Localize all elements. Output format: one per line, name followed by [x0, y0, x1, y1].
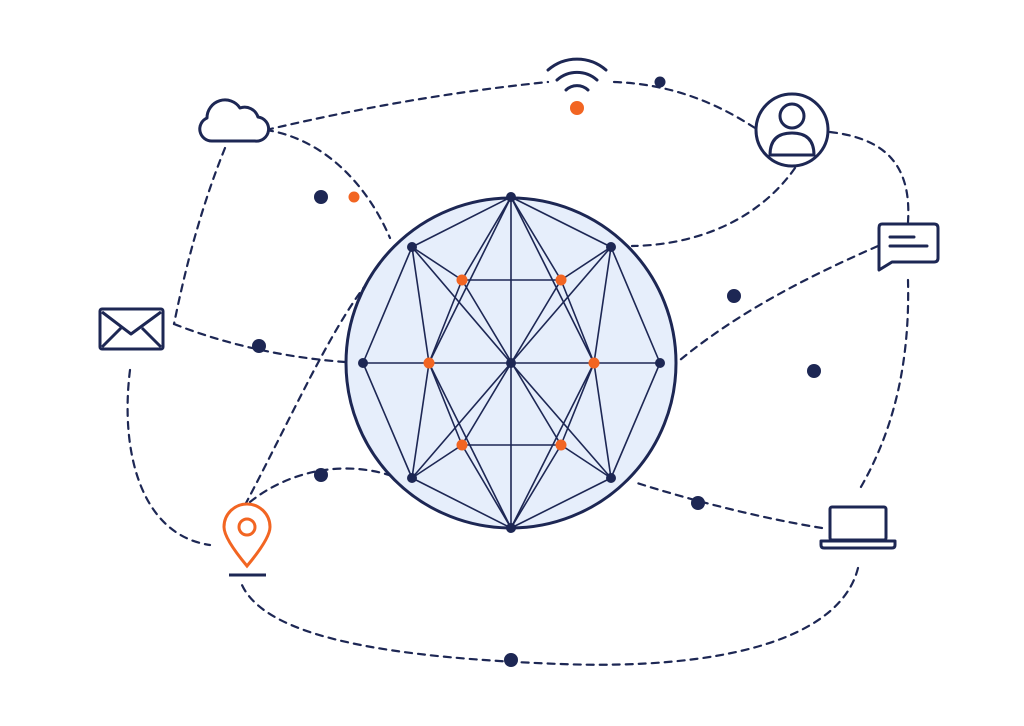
connector-email-pin	[126, 368, 212, 547]
connector-cloud-globe	[264, 128, 392, 240]
dot	[727, 289, 741, 303]
globe-node-accent	[588, 357, 600, 369]
globe-node	[407, 242, 417, 252]
cloud-icon	[198, 98, 271, 143]
globe-node	[606, 473, 616, 483]
globe-node-accent	[456, 274, 468, 286]
connector-cloud-email	[172, 146, 227, 326]
globe-nodes	[358, 192, 665, 533]
globe-node-accent	[456, 439, 468, 451]
dot	[504, 653, 518, 667]
dot	[314, 468, 328, 482]
dot	[807, 364, 821, 378]
chat-message-icon	[877, 222, 940, 272]
connector-wifi-user	[612, 80, 757, 130]
connector-laptop-pin	[238, 566, 860, 666]
globe-node	[358, 358, 368, 368]
globe-node-accent	[555, 274, 567, 286]
dot	[252, 339, 266, 353]
floating-dots	[252, 76, 821, 667]
laptop-icon	[819, 505, 897, 550]
globe-node	[655, 358, 665, 368]
wifi-icon	[546, 57, 608, 115]
dot	[691, 496, 705, 510]
dashed-connectors	[126, 80, 910, 666]
dot-accent	[348, 191, 360, 203]
globe-node	[407, 473, 417, 483]
network-globe	[344, 192, 678, 533]
globe-node	[606, 242, 616, 252]
dot	[314, 190, 328, 204]
connector-email-globe	[172, 322, 347, 364]
connector-laptop-globe	[632, 480, 824, 530]
globe-node-accent	[555, 439, 567, 451]
connector-user-globe	[630, 166, 797, 248]
globe-node	[506, 192, 516, 202]
globe-node	[506, 358, 516, 368]
globe-node	[506, 523, 516, 533]
connector-user-chat	[828, 130, 910, 224]
location-pin-icon	[222, 502, 272, 577]
connector-pin-globe-lower	[248, 467, 394, 504]
connector-chat-laptop	[856, 278, 910, 494]
dot	[654, 76, 666, 88]
email-envelope-icon	[98, 307, 165, 351]
globe-node-accent	[423, 357, 435, 369]
connector-cloud-wifi	[264, 80, 550, 132]
wifi-signal-dot	[570, 101, 584, 115]
connector-chat-globe	[678, 244, 880, 362]
user-profile-icon	[754, 92, 830, 168]
